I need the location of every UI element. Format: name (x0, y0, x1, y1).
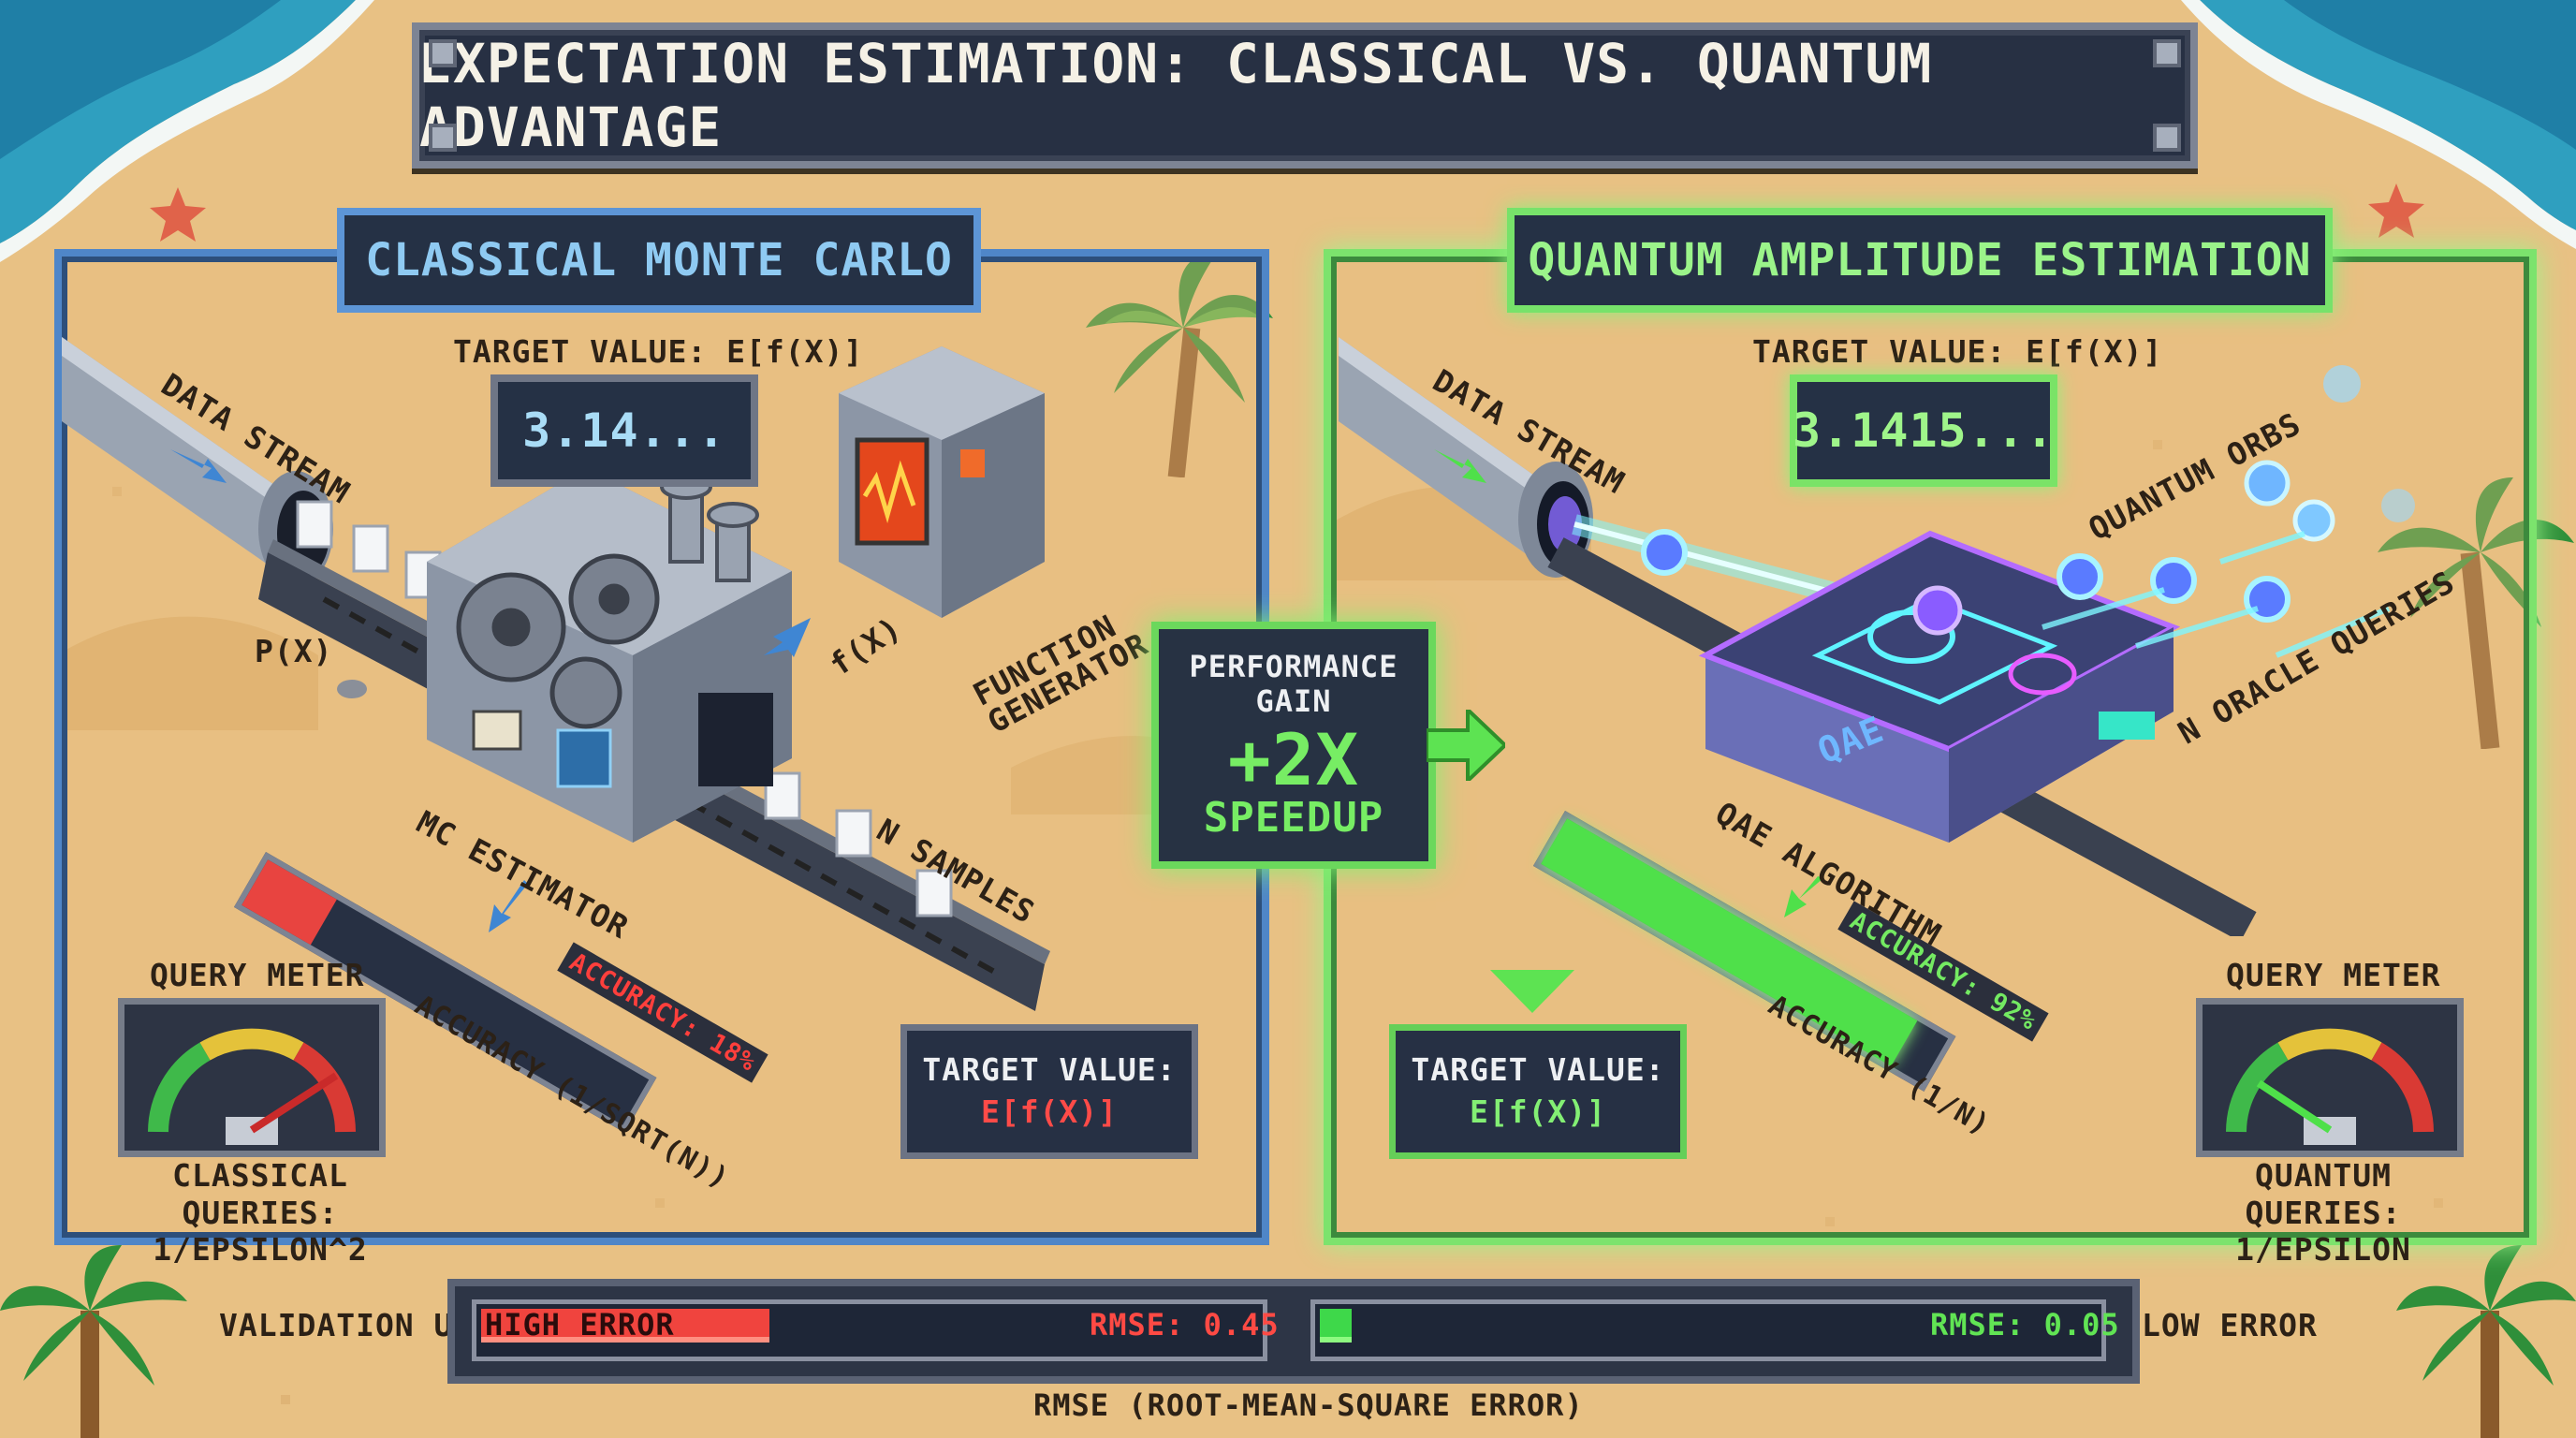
high-error-label: HIGH ERROR (485, 1307, 675, 1343)
classical-panel-title: CLASSICAL MONTE CARLO (337, 208, 981, 313)
palm-tree-icon (2396, 1245, 2576, 1438)
rivet (429, 124, 457, 152)
qae-platform (1698, 530, 2181, 843)
rivet (2153, 39, 2181, 67)
palm-tree-icon (1086, 253, 1273, 477)
classical-queries: CLASSICAL QUERIES: 1/EPSILON^2 (110, 1157, 410, 1269)
performance-gain-box: PERFORMANCE GAIN +2X SPEEDUP (1151, 622, 1436, 869)
palm-tree-icon (0, 1245, 187, 1438)
page-title: EXPECTATION ESTIMATION: CLASSICAL VS. QU… (419, 32, 1933, 159)
px-label: P(X) (255, 633, 333, 669)
arrow-icon (764, 618, 811, 657)
classical-target-label: TARGET VALUE: E[f(X)] (453, 333, 864, 370)
ocean-top-right (2181, 0, 2576, 249)
quantum-machine-illustration (1339, 337, 2415, 936)
classical-queries-line2: 1/EPSILON^2 (153, 1231, 368, 1269)
classical-error-fill (481, 1309, 769, 1343)
title-banner: EXPECTATION ESTIMATION: CLASSICAL VS. QU… (412, 22, 2198, 169)
classical-target-value: 3.14... (490, 374, 758, 487)
gauge-icon (148, 1028, 356, 1145)
classical-target-box-line1: TARGET VALUE: (922, 1051, 1177, 1089)
gauge-icon (2226, 1028, 2434, 1145)
classical-machine-illustration (62, 337, 1050, 1011)
arrow-icon (1784, 876, 1823, 917)
rmse-caption: RMSE (ROOT-MEAN-SQUARE ERROR) (1033, 1387, 1584, 1423)
quantum-rmse: RMSE: 0.05 (1930, 1307, 2120, 1343)
quantum-queries-line1: QUANTUM QUERIES: (2245, 1157, 2402, 1231)
quantum-orb-icon (1641, 365, 2415, 636)
quantum-query-gauge (2196, 998, 2464, 1157)
quantum-target-value: 3.1415... (1790, 374, 2057, 487)
classical-query-meter-label: QUERY METER (150, 957, 365, 993)
quantum-error-track (1310, 1299, 2106, 1361)
gain-line1: PERFORMANCE (1189, 649, 1398, 684)
down-arrow-icon (1490, 970, 1574, 1013)
gear-icon (456, 553, 660, 729)
classical-rmse: RMSE: 0.45 (1090, 1307, 1280, 1343)
classical-queries-line1: CLASSICAL QUERIES: (172, 1157, 348, 1231)
validation-label: VALIDATION UI (219, 1307, 474, 1343)
quantum-target-box-line1: TARGET VALUE: (1411, 1051, 1665, 1089)
gain-unit: SPEEDUP (1203, 793, 1384, 842)
quantum-error-fill (1320, 1309, 1352, 1343)
classical-query-gauge (118, 998, 386, 1157)
right-arrow-icon (1427, 710, 1505, 781)
low-error-label: LOW ERROR (2142, 1307, 2318, 1343)
palm-tree-icon (2378, 477, 2574, 749)
quantum-target-label: TARGET VALUE: E[f(X)] (1752, 333, 2163, 370)
classical-target-box-line2: E[f(X)] (980, 1093, 1119, 1130)
quantum-target-box-line2: E[f(X)] (1469, 1093, 1607, 1130)
rivet (2153, 124, 2181, 152)
gain-value: +2X (1227, 717, 1360, 801)
function-generator (839, 346, 1045, 618)
quantum-target-box: TARGET VALUE: E[f(X)] (1389, 1024, 1687, 1159)
quantum-panel-title: QUANTUM AMPLITUDE ESTIMATION (1507, 208, 2333, 313)
classical-target-box: TARGET VALUE: E[f(X)] (900, 1024, 1198, 1159)
ocean-top-left (0, 0, 374, 262)
starfish-icon (150, 187, 206, 242)
quantum-queries-line2: 1/EPSILON (2235, 1231, 2411, 1269)
arrow-icon (489, 880, 528, 932)
gain-line2: GAIN (1255, 682, 1332, 719)
starfish-icon (2368, 183, 2424, 238)
quantum-query-meter-label: QUERY METER (2226, 957, 2441, 993)
quantum-queries: QUANTUM QUERIES: 1/EPSILON (2174, 1157, 2473, 1269)
rivet (429, 39, 457, 67)
